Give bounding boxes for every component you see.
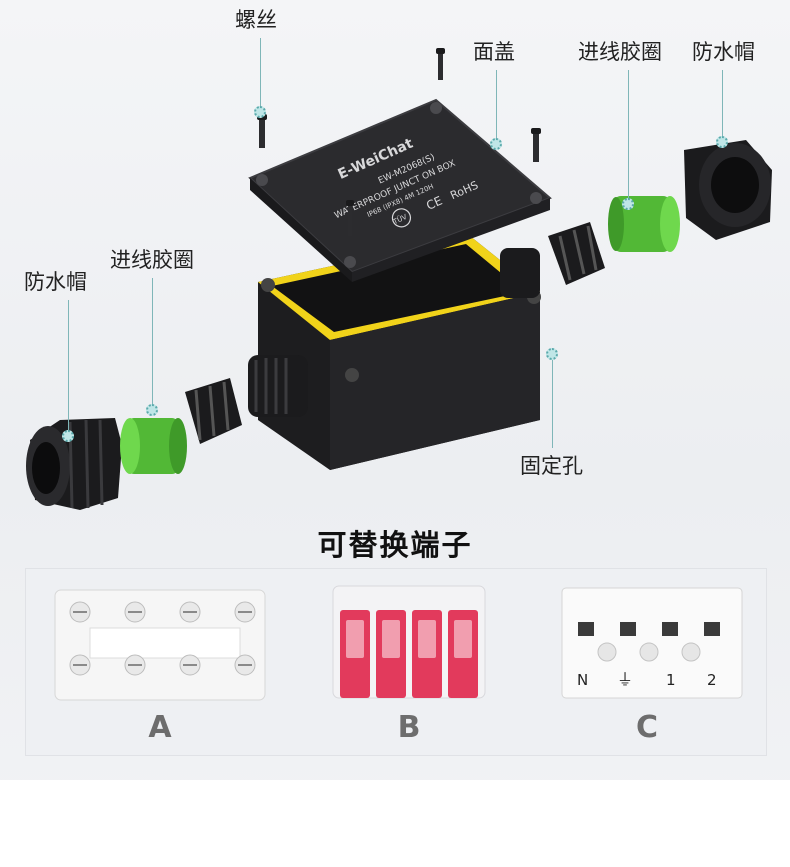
junction-box-housing [248,236,541,470]
callout-screw: 螺丝 [235,8,277,32]
dot-lid [490,138,502,150]
callout-cap-right: 防水帽 [692,40,755,64]
dot-cap-left [62,430,74,442]
dot-grommet-left [146,404,158,416]
terminal-c-mark-ground: ⏚ [617,670,633,689]
waterproof-cap-right [684,140,772,240]
terminal-c-image: N ⏚ 1 2 [561,587,743,699]
lid-cover: E-WeiChat EW-M2068(S) WATERPROOF JUNCT O… [248,98,552,282]
leader-cap-right [722,70,723,136]
section-title: 可替换端子 [317,528,473,562]
lid-ce: CE [424,194,444,213]
terminal-a-label: A [148,710,172,745]
leader-fixing-hole [552,360,553,448]
dot-screw [254,106,266,118]
terminal-c-label: C [635,710,659,745]
claw-insert-right [548,222,605,285]
grommet-right [608,196,680,252]
leader-grommet-left [152,278,153,404]
dot-cap-right [716,136,728,148]
terminal-c-mark-n: N [577,671,588,689]
leader-grommet-right [628,70,629,198]
dot-grommet-right [622,198,634,210]
terminal-a-image [54,589,266,701]
claw-insert-left [185,378,242,444]
terminal-b-label: B [397,710,421,745]
callout-grommet-left: 进线胶圈 [110,248,194,272]
terminal-c-mark-1: 1 [666,671,676,689]
callout-lid: 面盖 [473,40,515,64]
callout-fixing-hole: 固定孔 [520,454,583,478]
exploded-view: E-WeiChat EW-M2068(S) WATERPROOF JUNCT O… [26,48,772,510]
leader-screw [260,38,261,108]
terminal-c-mark-2: 2 [707,671,717,689]
callout-cap-left: 防水帽 [24,270,87,294]
leader-cap-left [68,300,69,430]
terminal-b-image [332,585,486,699]
bottom-whitespace [0,780,790,867]
leader-lid [496,70,497,138]
callout-grommet-right: 进线胶圈 [578,40,662,64]
dot-fixing-hole [546,348,558,360]
grommet-left [120,418,187,474]
